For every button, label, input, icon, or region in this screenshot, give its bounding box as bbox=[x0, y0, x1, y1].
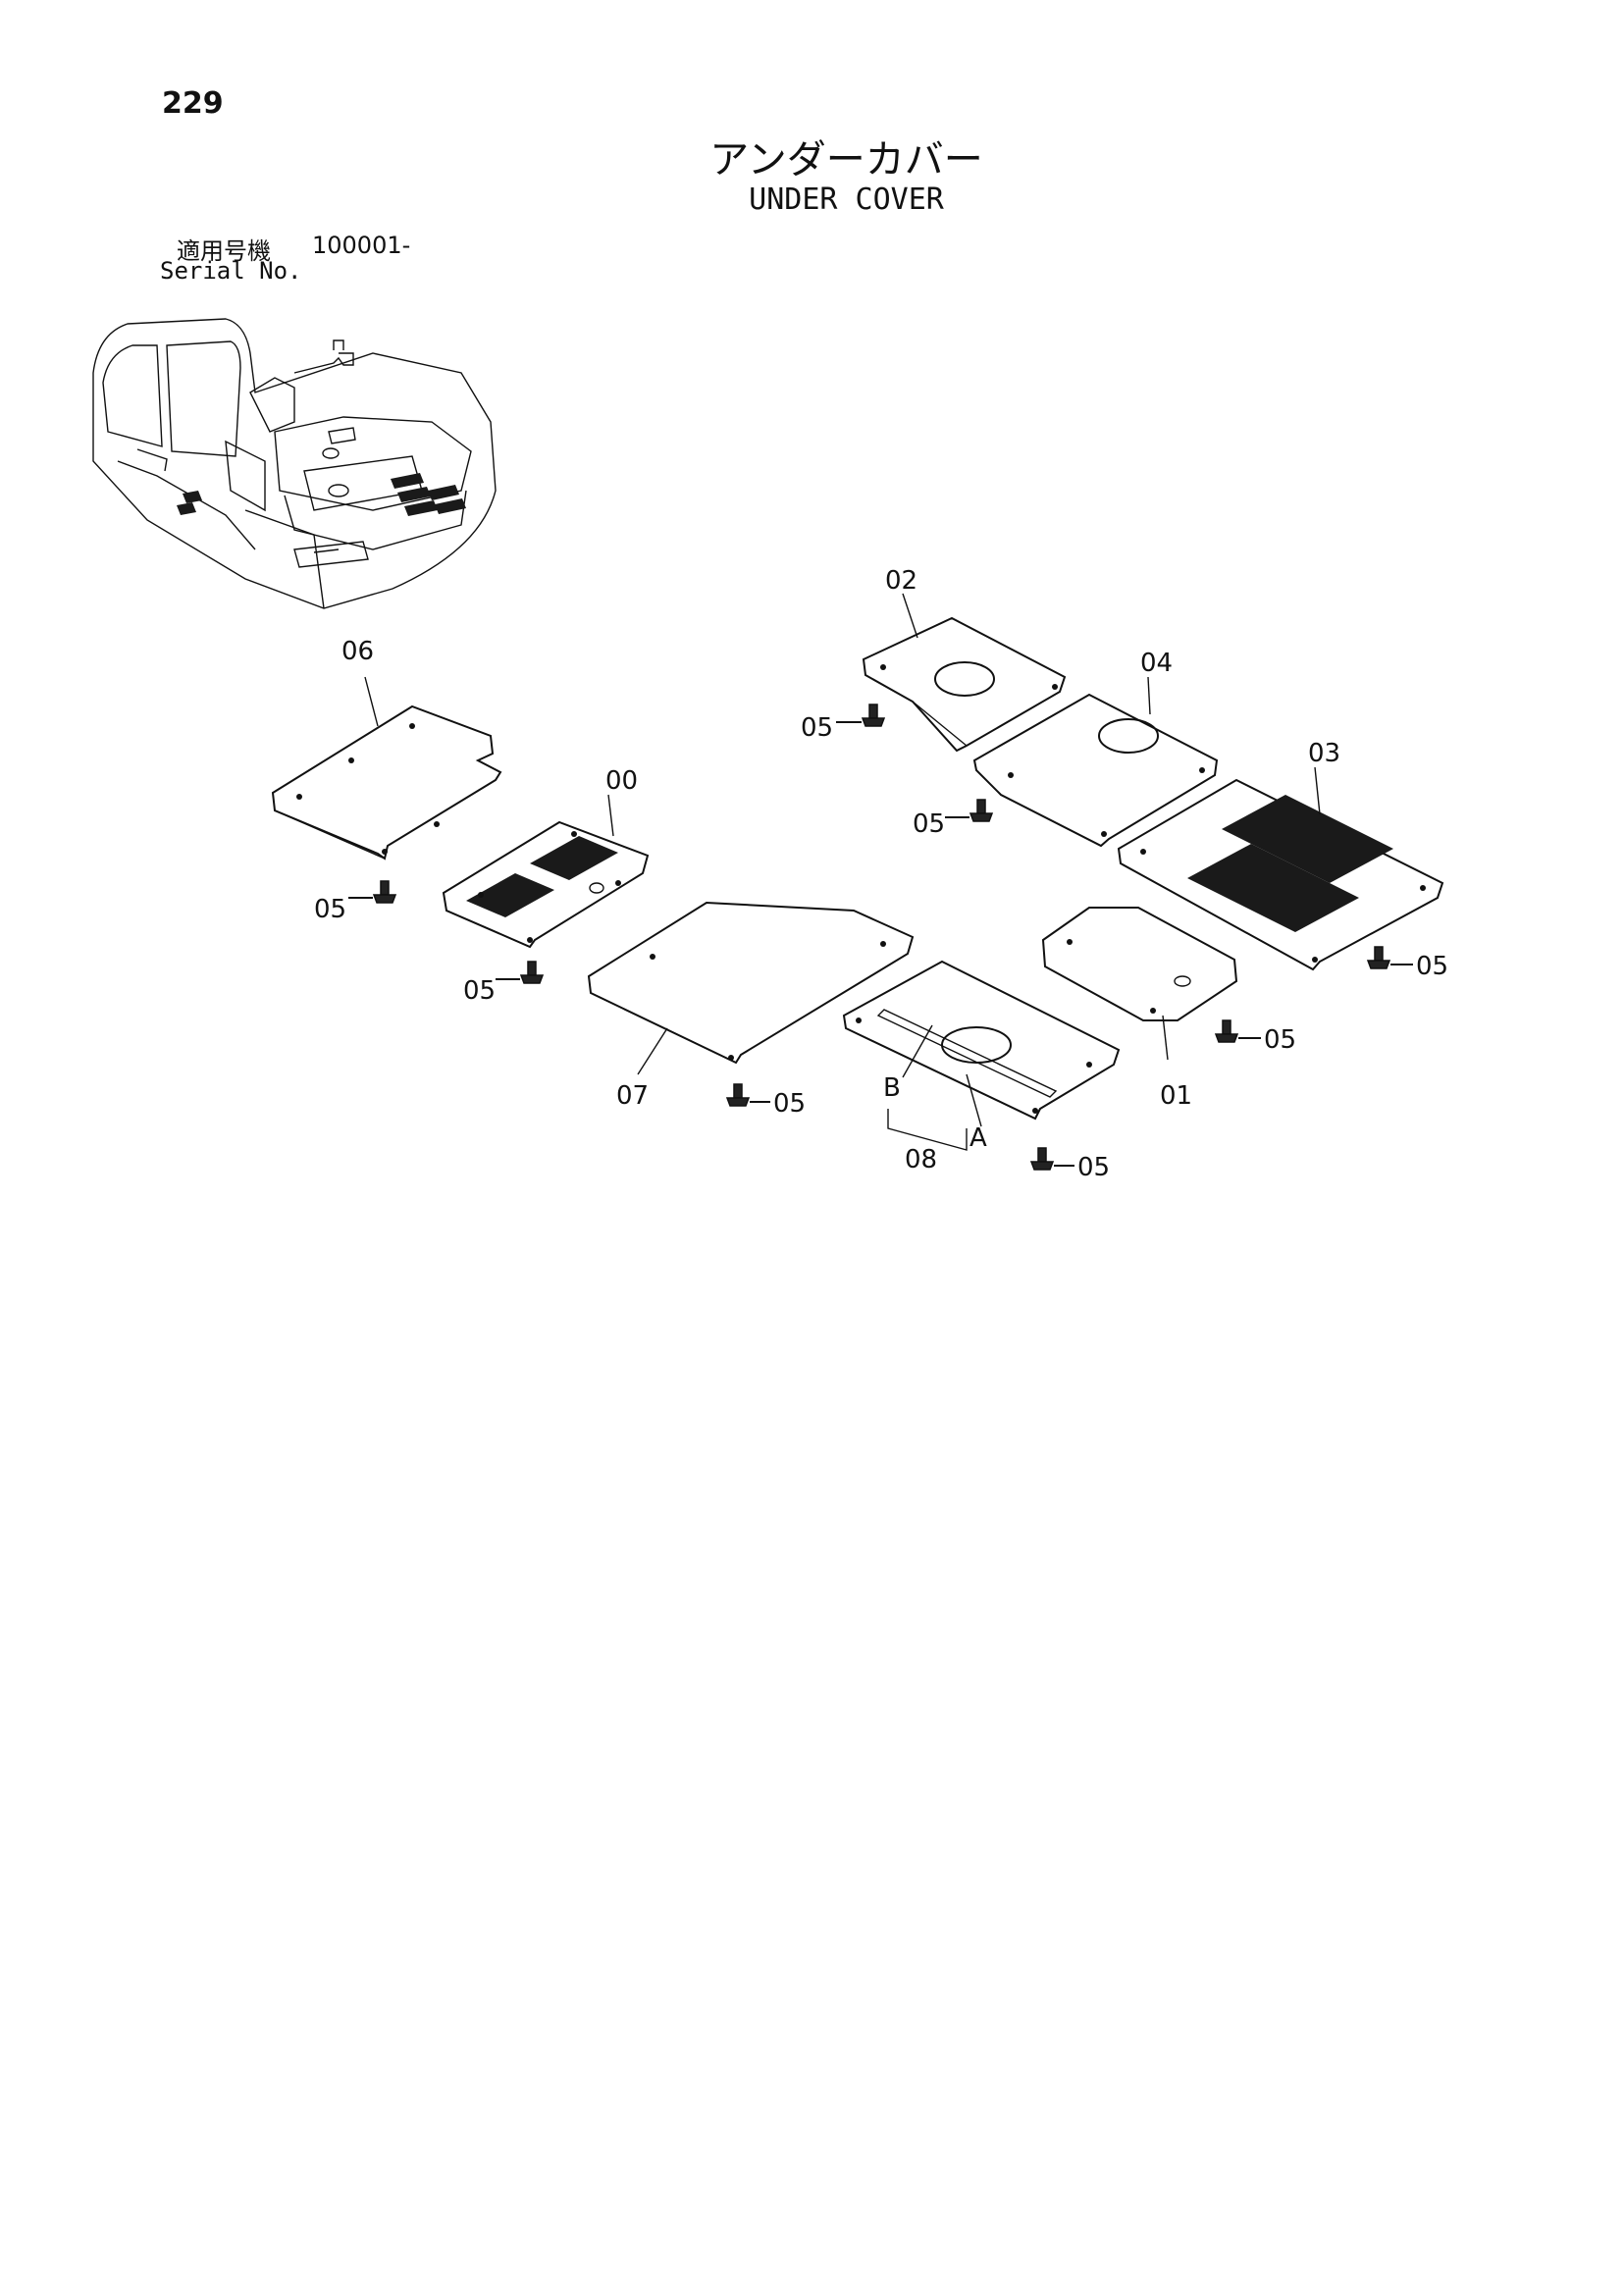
callout-05-b: 05 bbox=[463, 976, 496, 1006]
callout-04: 04 bbox=[1140, 649, 1173, 678]
title-english: UNDER COVER bbox=[749, 183, 944, 217]
part-00-plate bbox=[442, 820, 650, 949]
bolt-05-a bbox=[348, 880, 397, 904]
bolt-05-b bbox=[496, 961, 545, 984]
title-japanese: アンダーカバー bbox=[709, 137, 983, 183]
excavator-overview-illustration bbox=[92, 318, 497, 609]
callout-06: 06 bbox=[341, 637, 374, 666]
callout-01: 01 bbox=[1160, 1081, 1192, 1111]
callout-05-e: 05 bbox=[1264, 1025, 1296, 1055]
part-04-plate bbox=[972, 693, 1219, 848]
callout-05-a: 05 bbox=[314, 895, 346, 924]
callout-03: 03 bbox=[1308, 739, 1340, 768]
bolt-05-c bbox=[725, 1083, 770, 1107]
callout-05-d: 05 bbox=[1077, 1153, 1110, 1182]
part-08-plate bbox=[842, 960, 1121, 1121]
callout-a: A bbox=[969, 1123, 987, 1153]
callout-00: 00 bbox=[605, 766, 638, 796]
callout-05-h: 05 bbox=[801, 713, 833, 743]
serial-value: 100001- bbox=[312, 232, 411, 259]
callout-05-f: 05 bbox=[1416, 952, 1448, 981]
serial-label-english: Serial No. bbox=[160, 257, 302, 285]
part-02-plate bbox=[862, 616, 1067, 753]
part-06-plate bbox=[271, 704, 502, 861]
bolt-05-d bbox=[1029, 1147, 1074, 1171]
leader-lines bbox=[364, 593, 1321, 1151]
callout-05-g: 05 bbox=[913, 809, 945, 839]
callout-05-c: 05 bbox=[773, 1089, 806, 1119]
bolt-05-g bbox=[945, 799, 994, 822]
callout-07: 07 bbox=[616, 1081, 649, 1111]
callout-labels: 06 00 02 04 03 01 07 08 B A 05 05 05 05 … bbox=[314, 566, 1448, 1182]
part-03-plate bbox=[1117, 778, 1444, 971]
part-07-plate bbox=[587, 901, 915, 1065]
page-number: 229 bbox=[162, 86, 224, 121]
callout-02: 02 bbox=[885, 566, 917, 596]
bolt-05-f bbox=[1366, 946, 1413, 969]
callout-b: B bbox=[883, 1073, 901, 1103]
part-01-plate bbox=[1041, 907, 1238, 1021]
serial-label-japanese: 適用号機 bbox=[177, 237, 271, 265]
bolt-05-e bbox=[1214, 1019, 1261, 1043]
bolt-05-h bbox=[836, 704, 886, 727]
callout-08: 08 bbox=[905, 1145, 937, 1174]
